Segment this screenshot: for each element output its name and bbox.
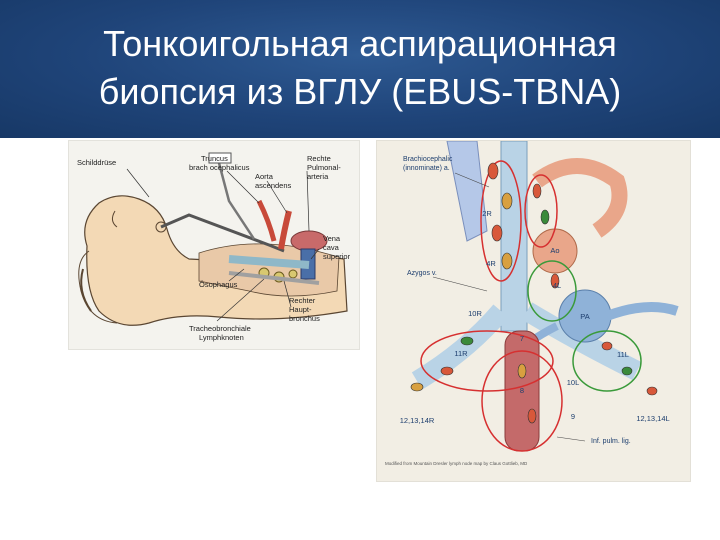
label-lymph-2: Lymphknoten: [199, 333, 244, 342]
title-line-2: биопсия из ВГЛУ (EBUS-TBNA): [98, 71, 622, 112]
label-arteria-1: Rechte: [307, 154, 331, 163]
left-pa-branch: [605, 302, 679, 321]
station-9: 9: [571, 412, 575, 421]
label-arteria-2: Pulmonal-: [307, 163, 341, 172]
label-inf-pulm-lig: Inf. pulm. lig.: [591, 438, 631, 445]
label-bronchus-1: Rechter: [289, 296, 316, 305]
station-7: 7: [520, 334, 524, 343]
scope-eyepiece: [208, 152, 232, 164]
label-truncus-1: Truncus: [201, 154, 228, 163]
station-ao: Ao: [550, 246, 559, 255]
label-truncus-2: brach ocephalicus: [189, 163, 250, 172]
label-brachiocephalic-1: Brachiocephalic: [403, 156, 453, 163]
label-vena-3: superior: [323, 252, 351, 261]
label-arteria-3: arteria: [307, 172, 329, 181]
station-map-drawing: 2R 4R 10R 11R 12,13,14R 7 8 9 Ao 4L PA 1…: [385, 140, 679, 466]
station-8: 8: [520, 386, 524, 395]
label-aorta-2: ascendens: [255, 181, 292, 190]
red-regions: [420, 160, 563, 452]
aorta-vessel: [278, 210, 292, 250]
bronchoscope-handle: [217, 162, 256, 240]
label-bronchus-3: bronchus: [289, 314, 320, 323]
brachiocephalic-vein: [446, 140, 488, 242]
station-12l: 12,13,14L: [636, 414, 669, 423]
label-vena-1: Vena: [323, 234, 341, 243]
label-lymph-1: Tracheobronchiale: [189, 324, 251, 333]
trachea-shape: [500, 140, 528, 332]
station-pa: PA: [580, 312, 589, 321]
title-banner: Тонкоигольная аспирационная биопсия из В…: [0, 0, 720, 138]
station-4r: 4R: [486, 259, 496, 268]
figure-credit: Modified from Mountain Dresler lymph nod…: [385, 461, 528, 466]
lymph-node-3: [288, 269, 298, 279]
label-vena-2: cava: [323, 243, 340, 252]
station-2r: 2R: [482, 209, 492, 218]
leader-lines: [126, 168, 320, 322]
ebus-procedure-illustration: Schilddrüse Truncus brach ocephalicus Ao…: [68, 140, 360, 350]
slide-title: Тонкоигольная аспирационная биопсия из В…: [0, 20, 720, 116]
lymph-node-station-map: 2R 4R 10R 11R 12,13,14R 7 8 9 Ao 4L PA 1…: [376, 140, 691, 482]
station-10r: 10R: [468, 309, 482, 318]
label-aorta-1: Aorta: [255, 172, 274, 181]
patient-hair: [80, 268, 92, 312]
title-line-1: Тонкоигольная аспирационная: [103, 23, 617, 64]
label-schilddruse: Schilddrüse: [77, 158, 116, 167]
truncus-vessel: [256, 199, 277, 242]
green-regions: [527, 260, 642, 392]
label-osophagus: Ösophagus: [199, 280, 238, 289]
label-azygos: Azygos v.: [407, 270, 437, 277]
station-11l: 11L: [617, 350, 629, 359]
aortic-arch: [532, 158, 628, 238]
station-10l: 10L: [567, 378, 580, 387]
patient-ear: [111, 210, 118, 228]
patient-hair-outline: [78, 250, 118, 324]
procedure-drawing: Schilddrüse Truncus brach ocephalicus Ao…: [77, 152, 351, 342]
esophagus: [228, 271, 320, 285]
patient-mouth: [155, 221, 167, 233]
trachea: [228, 255, 310, 269]
label-brachiocephalic-2: (innominate) a.: [403, 165, 450, 172]
pulmonary-artery: [290, 230, 328, 252]
station-4l: 4L: [553, 281, 561, 290]
bronchoscope: [160, 213, 285, 253]
label-bronchus-2: Haupt-: [289, 305, 312, 314]
node-beads: [410, 162, 658, 424]
station-11r: 11R: [454, 349, 468, 358]
map-leader-lines: [432, 172, 586, 442]
station-12r: 12,13,14R: [400, 416, 435, 425]
